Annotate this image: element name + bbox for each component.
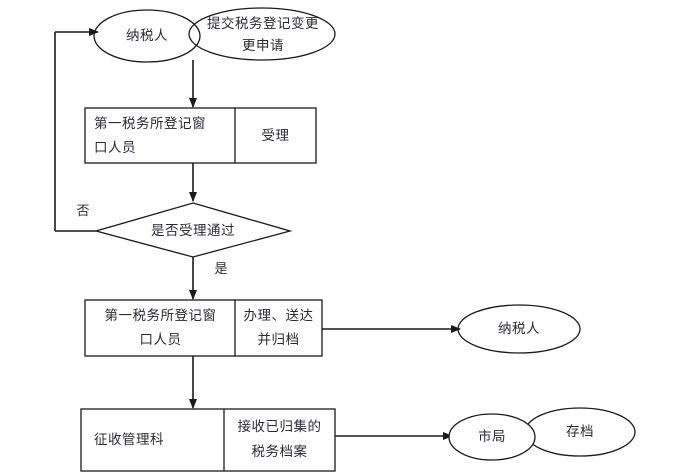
node-process-deliver-file[interactable] bbox=[235, 300, 322, 356]
node-office-staff-1-shape[interactable] bbox=[84, 107, 317, 164]
node-office-staff-2[interactable] bbox=[85, 300, 235, 356]
node-collection-dept-shape[interactable] bbox=[80, 408, 336, 472]
node-receive-archive[interactable] bbox=[224, 409, 335, 471]
edge-label-yes: 是 bbox=[214, 262, 228, 277]
node-accept-action[interactable] bbox=[235, 108, 316, 163]
node-office-staff-2-shape[interactable] bbox=[84, 299, 323, 357]
node-submit-request-shape[interactable] bbox=[188, 7, 336, 61]
node-taxpayer-end[interactable] bbox=[458, 305, 580, 353]
node-city-bureau[interactable] bbox=[449, 414, 535, 460]
edge-label-no: 否 bbox=[76, 204, 90, 219]
node-decision-accept[interactable] bbox=[96, 203, 290, 257]
node-archive-store[interactable] bbox=[535, 408, 635, 456]
node-taxpayer-start-shape[interactable] bbox=[93, 9, 201, 63]
node-collection-dept[interactable] bbox=[81, 409, 224, 471]
node-taxpayer-end-shape[interactable] bbox=[457, 304, 581, 354]
node-city-bureau-shape[interactable] bbox=[448, 413, 536, 461]
node-submit-request[interactable] bbox=[200, 8, 335, 60]
node-office-staff-1[interactable] bbox=[85, 108, 235, 163]
node-taxpayer-start[interactable] bbox=[94, 10, 200, 62]
